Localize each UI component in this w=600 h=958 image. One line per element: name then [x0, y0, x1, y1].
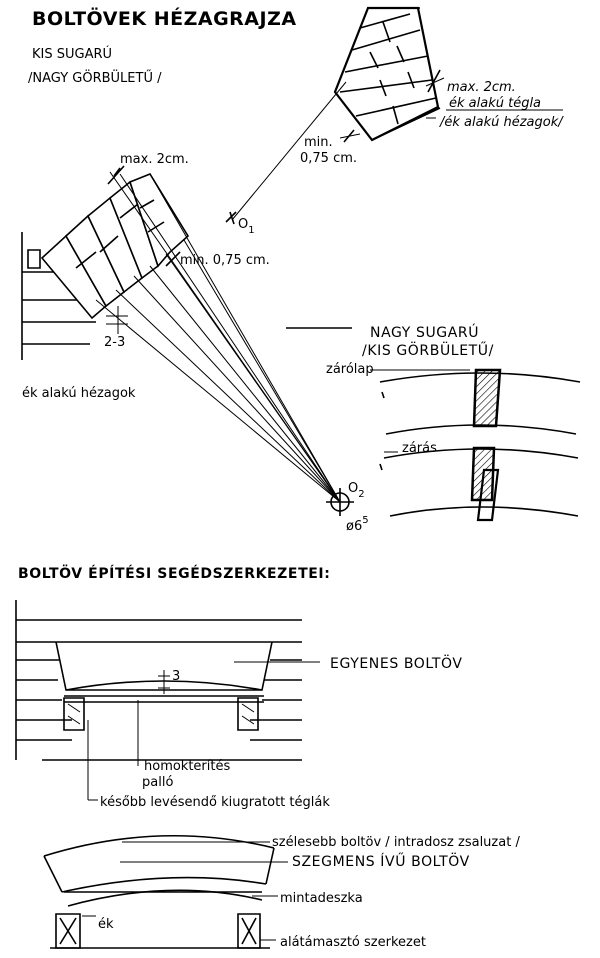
wedge-joints-label: ék alakú hézagok [22, 386, 136, 401]
small-radius-label: KIS SUGARÚ [32, 46, 112, 62]
wedge-brick-label: ék alakú tégla [449, 96, 541, 111]
wedge-label: ék [98, 917, 114, 932]
large-radius-label: NAGY SUGARÚ [370, 323, 479, 341]
support-label: alátámasztó szerkezet [280, 935, 426, 950]
large-radius-section: NAGY SUGARÚ /KIS GÖRBÜLETŰ/ zárólap zárá… [286, 323, 581, 522]
post-label: palló [142, 775, 173, 790]
small-radius-section: KIS SUGARÚ /NAGY GÖRBÜLETŰ / O1 max. 2cm… [28, 6, 564, 236]
wedge-arch-section: max. 2cm. min. 0,75 cm. 2-3 O2 ø65 ék al… [21, 152, 369, 534]
small-min-gap-2: 0,75 cm. [300, 151, 357, 166]
bricks-label: később levésendő kiugratott téglák [100, 795, 330, 810]
small-curvature-label: /KIS GÖRBÜLETŰ/ [362, 341, 494, 359]
voussoir-bricks [40, 173, 190, 320]
segment-arch-label: SZEGMENS ÍVŰ BOLTÖV [292, 852, 470, 870]
wedge-joint-label: /ék alakú hézagok/ [439, 115, 564, 130]
large-max-gap: max. 2cm. [120, 152, 189, 167]
board-label: mintadeszka [280, 891, 363, 906]
large-min-gap: min. 0,75 cm. [180, 253, 270, 268]
keystone-label: zárólap [326, 362, 374, 377]
small-arch-bricks [333, 6, 441, 142]
flat-arch-label: EGYENES BOLTÖV [330, 654, 463, 672]
dim-2-3: 2-3 [104, 335, 125, 350]
aux-title: BOLTÖV ÉPÍTÉSI SEGÉDSZERKEZETEI: [18, 564, 330, 582]
center-diameter: ø65 [346, 515, 369, 534]
small-max-gap: max. 2cm. [447, 80, 516, 95]
flat-arch-section: EGYENES BOLTÖV 3 homokterítés palló késő… [15, 600, 463, 810]
large-curvature-label: /NAGY GÖRBÜLETŰ / [28, 69, 162, 86]
radial-lines [95, 171, 341, 503]
small-min-gap-1: min. [304, 135, 333, 150]
center-o1: O1 [238, 217, 255, 236]
segment-arch-section: szélesebb boltöv / intradosz zsaluzat / … [43, 834, 520, 950]
center-o2: O2 [348, 481, 365, 500]
sand-label: homokterítés [144, 759, 230, 774]
drawing-title: BOLTÖVEK HÉZAGRAJZA [32, 6, 297, 30]
wider-arch-label: szélesebb boltöv / intradosz zsaluzat / [272, 835, 520, 850]
dim-3: 3 [172, 669, 180, 684]
